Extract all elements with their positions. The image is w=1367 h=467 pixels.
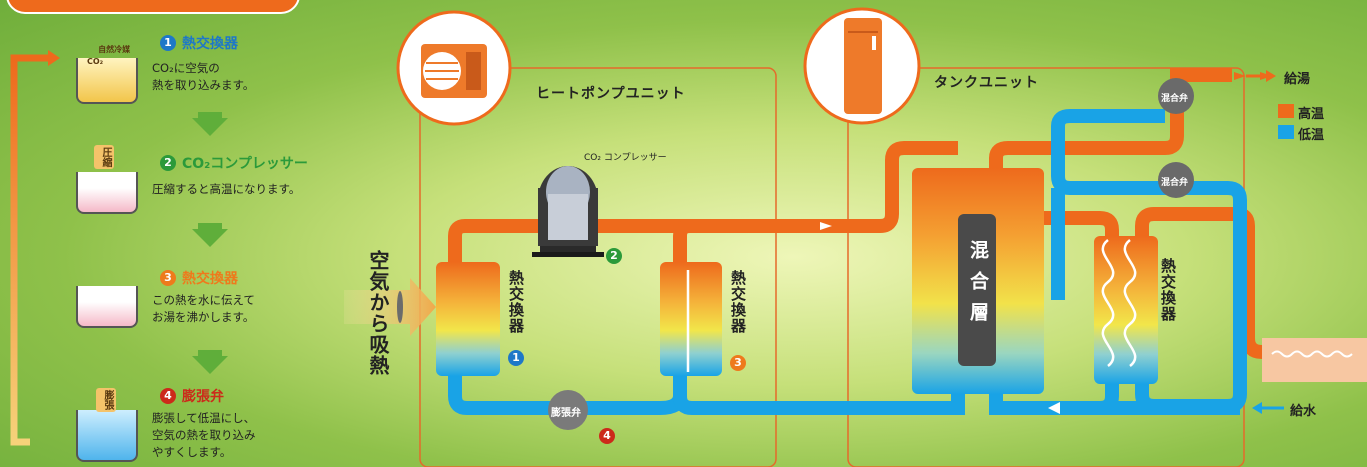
heat-pump-unit-label: ヒートポンプユニット <box>536 86 686 102</box>
mixing-valve-label: 混合弁 <box>1161 178 1189 188</box>
cycle-return-arrow <box>10 50 60 446</box>
step4-desc: 膨張して低温にし、空気の熱を取り込みやすくします。 <box>152 411 256 459</box>
legend-cold-label: 低温 <box>1298 128 1325 143</box>
step2-desc: 圧縮すると高温になります。 <box>152 182 301 196</box>
step1-desc: CO₂に空気の熱を取り込みます。 <box>152 61 255 92</box>
legend-hot-label: 高温 <box>1298 107 1325 122</box>
step2-tag: 圧縮 <box>94 145 114 169</box>
tank-hx-label: 熱交換器 <box>1159 258 1177 322</box>
step4-tag: 膨張 <box>96 388 116 412</box>
step3-vessel <box>76 286 138 328</box>
step4-number: 4 <box>160 388 176 404</box>
hx1-number: 1 <box>508 350 524 366</box>
hx3-number: 3 <box>730 355 746 371</box>
down-arrow-icon <box>192 112 228 136</box>
step4-vessel <box>76 410 138 462</box>
mixing-layer-label: 混合層 <box>967 240 989 333</box>
step2-number: 2 <box>160 155 176 171</box>
hx1-label: 熱交換器 <box>507 270 525 334</box>
compressor-number: 2 <box>606 248 622 264</box>
step3-desc: この熱を水に伝えてお湯を沸かします。 <box>152 293 255 324</box>
down-arrow-icon <box>192 223 228 247</box>
air-intake-label: 空気から吸熱 <box>366 250 390 376</box>
down-arrow-icon <box>192 350 228 374</box>
water-supply-label: 給水 <box>1290 404 1317 419</box>
hx3-label: 熱交換器 <box>729 270 747 334</box>
tank-unit-label: タンクユニット <box>934 75 1039 91</box>
step2-vessel <box>76 172 138 214</box>
step1-vessel <box>76 58 138 104</box>
expansion-valve-number: 4 <box>599 428 615 444</box>
step3-number: 3 <box>160 270 176 286</box>
expansion-valve-label: 膨張弁 <box>551 408 581 419</box>
step1-tag: 自然冷媒 CO₂ <box>87 45 131 66</box>
hot-supply-label: 給湯 <box>1284 72 1311 87</box>
mixing-valve-label: 混合弁 <box>1161 94 1189 104</box>
step1-number: 1 <box>160 35 176 51</box>
compressor-label: CO₂ コンプレッサー <box>584 153 667 163</box>
